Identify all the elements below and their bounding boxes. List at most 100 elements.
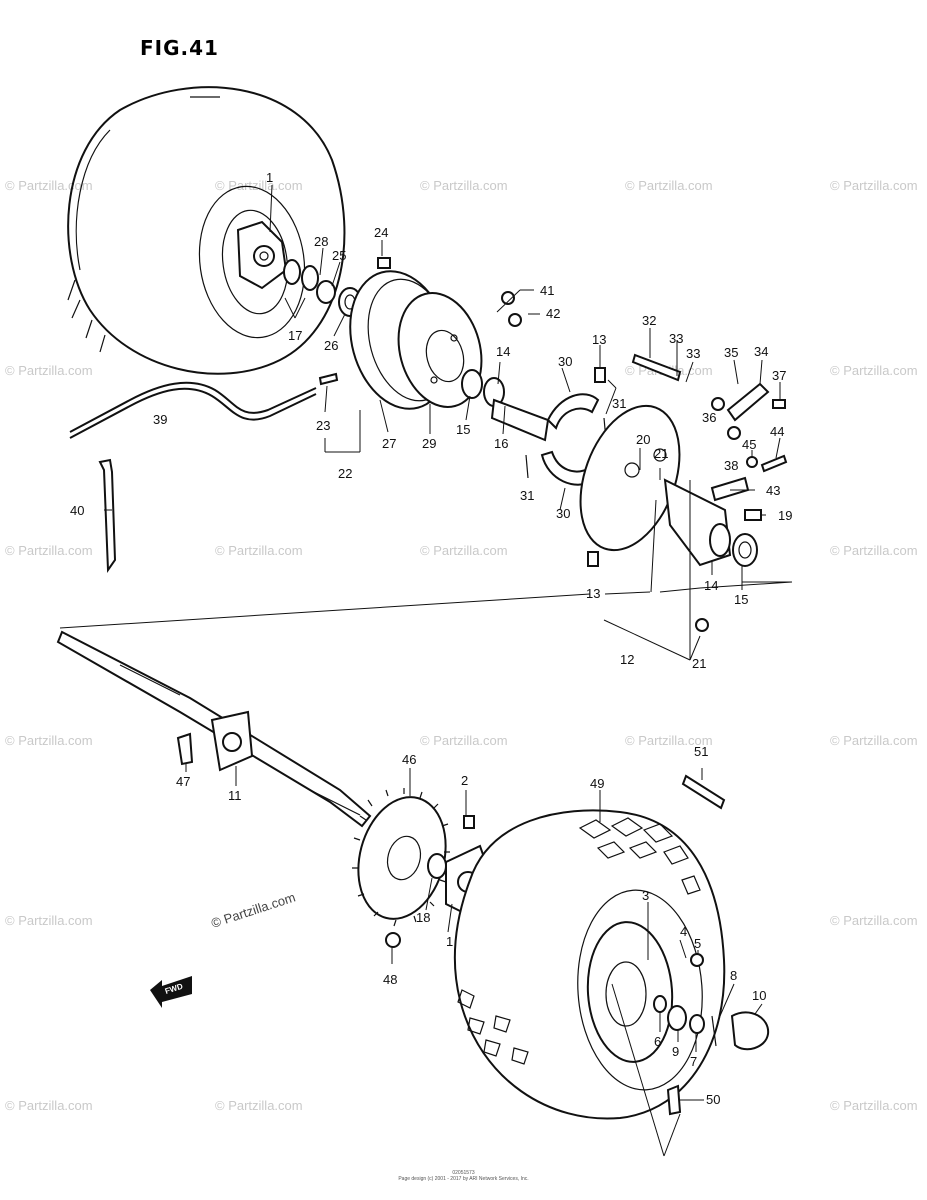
- watermark: © Partzilla.com: [420, 178, 508, 193]
- callout-5: 5: [694, 936, 701, 951]
- callout-12: 12: [620, 652, 634, 667]
- watermark: © Partzilla.com: [5, 733, 93, 748]
- watermark: © Partzilla.com: [420, 543, 508, 558]
- callout-34: 34: [754, 344, 768, 359]
- callout-33: 33: [686, 346, 700, 361]
- callout-46: 46: [402, 752, 416, 767]
- bearing-15-top: [461, 369, 505, 407]
- wrench-40: [98, 458, 117, 574]
- callout-15: 15: [456, 422, 470, 437]
- callout-38: 38: [724, 458, 738, 473]
- bolt-44: [760, 454, 788, 473]
- nut-41: [501, 291, 515, 305]
- bolt-37: [772, 399, 786, 409]
- callout-6: 6: [654, 1034, 661, 1049]
- callout-15: 15: [734, 592, 748, 607]
- bolt-19: [744, 509, 762, 521]
- callout-24: 24: [374, 225, 388, 240]
- callout-30: 30: [558, 354, 572, 369]
- callout-45: 45: [742, 437, 756, 452]
- callout-43: 43: [766, 483, 780, 498]
- callout-10: 10: [752, 988, 766, 1003]
- callout-42: 42: [546, 306, 560, 321]
- callout-31: 31: [520, 488, 534, 503]
- leader-lines: [59, 184, 793, 1157]
- watermark: © Partzilla.com: [830, 543, 918, 558]
- watermark: © Partzilla.com: [5, 1098, 93, 1113]
- callout-35: 35: [724, 345, 738, 360]
- watermark: © Partzilla.com: [5, 363, 93, 378]
- washer-6: [653, 995, 667, 1013]
- watermark: © Partzilla.com: [215, 178, 303, 193]
- callout-20: 20: [636, 432, 650, 447]
- watermark: © Partzilla.com: [5, 543, 93, 558]
- watermark: © Partzilla.com: [830, 733, 918, 748]
- callout-14: 14: [496, 344, 510, 359]
- callout-36: 36: [702, 410, 716, 425]
- nut-5: [690, 953, 704, 967]
- callout-30: 30: [556, 506, 570, 521]
- bearing-set-17: [283, 259, 319, 291]
- callout-26: 26: [324, 338, 338, 353]
- callout-51: 51: [694, 744, 708, 759]
- cotter-pin-8: [711, 1015, 717, 1047]
- rear-tire-top: [67, 86, 346, 375]
- watermark: © Partzilla.com: [830, 913, 918, 928]
- callout-11: 11: [228, 788, 242, 803]
- nut-7: [689, 1014, 705, 1034]
- callout-33: 33: [669, 331, 683, 346]
- spacer-16: [490, 398, 550, 442]
- nut-38: [727, 426, 741, 440]
- brake-drum: [349, 270, 483, 410]
- axle-hub-flange: [210, 710, 254, 772]
- callout-3: 3: [642, 888, 649, 903]
- callout-31: 31: [612, 396, 626, 411]
- callout-32: 32: [642, 313, 656, 328]
- callout-37: 37: [772, 368, 786, 383]
- pin-51: [681, 774, 726, 810]
- nut-45: [746, 456, 758, 468]
- nut-21: [695, 618, 709, 632]
- callout-39: 39: [153, 412, 167, 427]
- callout-44: 44: [770, 424, 784, 439]
- forward-arrow-icon: FWD: [150, 976, 192, 1008]
- callout-29: 29: [422, 436, 436, 451]
- cam-lever-34: [726, 382, 770, 422]
- callout-14: 14: [704, 578, 718, 593]
- brake-shoe-top: [546, 393, 600, 430]
- callout-28: 28: [314, 234, 328, 249]
- footer-copyright: Page design (c) 2001 - 2017 by ARI Netwo…: [398, 1176, 529, 1182]
- nut-48: [385, 932, 401, 948]
- watermark: © Partzilla.com: [215, 1098, 303, 1113]
- callout-50: 50: [706, 1092, 720, 1107]
- bolt-47: [176, 732, 194, 766]
- callout-25: 25: [332, 248, 346, 263]
- callout-16: 16: [494, 436, 508, 451]
- bolt-2: [463, 815, 475, 829]
- watermark: © Partzilla.com: [625, 178, 713, 193]
- callout-19: 19: [778, 508, 792, 523]
- valve-50: [666, 1084, 682, 1116]
- grease-nipple-42: [508, 313, 522, 327]
- callout-1: 1: [266, 170, 273, 185]
- watermark: © Partzilla.com: [420, 733, 508, 748]
- callout-7: 7: [690, 1054, 697, 1069]
- sprocket-46: [352, 788, 450, 927]
- brake-panel: [579, 404, 758, 567]
- watermark: © Partzilla.com: [830, 363, 918, 378]
- callout-labels: 1 1 2 3 4 5 6 7 8 9 10 11 12 13 13 14 14…: [70, 170, 792, 1107]
- callout-47: 47: [176, 774, 190, 789]
- watermark: © Partzilla.com: [5, 178, 93, 193]
- callout-9: 9: [672, 1044, 679, 1059]
- figure-title: FIG.41: [140, 36, 219, 60]
- spring-31b: [525, 454, 529, 479]
- watermark: © Partzilla.com: [830, 178, 918, 193]
- callout-1: 1: [446, 934, 453, 949]
- callout-23: 23: [316, 418, 330, 433]
- callout-13: 13: [586, 586, 600, 601]
- washer-9: [667, 1005, 687, 1031]
- callout-41: 41: [540, 283, 554, 298]
- bolt-24: [377, 257, 391, 269]
- callout-17: 17: [288, 328, 302, 343]
